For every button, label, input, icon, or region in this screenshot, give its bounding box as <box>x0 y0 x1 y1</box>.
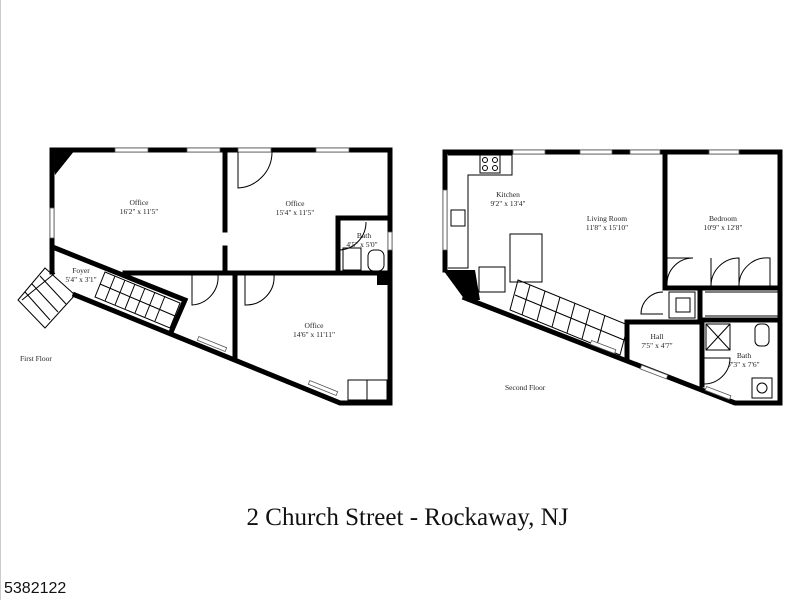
room-dims: 9'2" x 13'4" <box>490 199 525 208</box>
second-floor-plan: Kitchen 9'2" x 13'4" Living Room 11'8" x… <box>442 149 783 406</box>
room-name: Hall <box>651 332 664 341</box>
room-dims: 14'6" x 11'11" <box>293 330 335 339</box>
listing-id: 5382122 <box>4 580 67 597</box>
room-name: Kitchen <box>496 190 520 199</box>
room-dims: 10'9" x 12'8" <box>704 223 743 232</box>
room-name: Office <box>304 321 324 330</box>
room-name: Bedroom <box>709 214 737 223</box>
room-dims: 5'4" x 3'1" <box>65 275 96 284</box>
room-dims: 7'5" x 4'7" <box>641 341 672 350</box>
room-name: Foyer <box>72 266 90 275</box>
floor-label: Second Floor <box>505 383 546 392</box>
room-name: Bath <box>737 351 751 360</box>
floor-label: First Floor <box>20 354 52 363</box>
room-name: Bath <box>357 231 371 240</box>
room-dims: 11'8" x 15'10" <box>586 223 628 232</box>
property-title: 2 Church Street - Rockaway, NJ <box>246 504 569 531</box>
stairs <box>509 279 629 356</box>
room-dims: 16'2" x 11'5" <box>120 207 159 216</box>
room-dims: 15'4" x 11'5" <box>276 208 315 217</box>
room-name: Living Room <box>587 214 627 223</box>
room-dims: 4'5" x 5'0" <box>346 240 377 249</box>
first-floor-plan: Office 16'2" x 11'5" Office 15'4" x 11'5… <box>17 147 393 406</box>
stairs <box>17 267 181 329</box>
room-name: Office <box>129 198 149 207</box>
room-name: Office <box>285 199 305 208</box>
room-dims: 7'3" x 7'6" <box>728 360 759 369</box>
